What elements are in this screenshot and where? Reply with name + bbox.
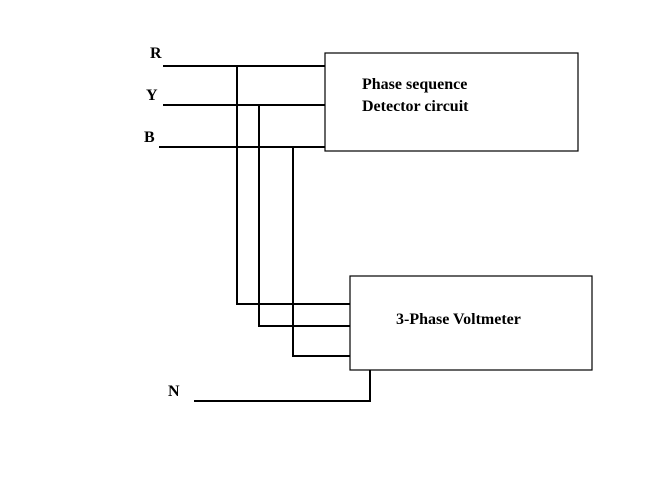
voltmeter-box: [349, 275, 593, 371]
r-label: R: [150, 45, 162, 62]
n-label: N: [168, 383, 180, 400]
y-label: Y: [146, 87, 158, 104]
detector-label-line2: Detector circuit: [362, 98, 469, 115]
n-wire: [194, 370, 371, 402]
r-drop-wire: [236, 66, 350, 305]
b-label: B: [144, 129, 155, 146]
detector-label-line1: Phase sequence: [362, 76, 468, 93]
detector-box: [324, 52, 579, 152]
b-drop-wire: [292, 147, 350, 357]
voltmeter-label: 3-Phase Voltmeter: [396, 311, 521, 328]
y-drop-wire: [258, 105, 350, 327]
